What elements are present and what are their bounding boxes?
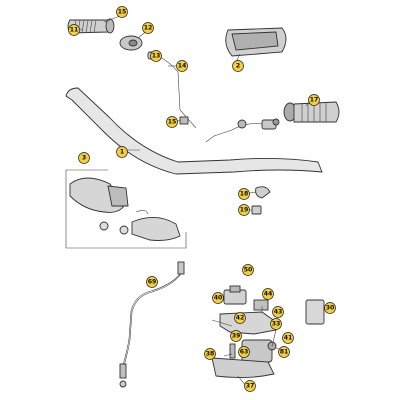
svg-text:15: 15: [118, 9, 127, 16]
callout-17: 17: [308, 94, 320, 106]
svg-text:42: 42: [236, 315, 245, 322]
screw: [179, 116, 189, 125]
svg-text:39: 39: [232, 333, 241, 340]
svg-text:50: 50: [244, 267, 253, 274]
handlebar-pad: [225, 27, 287, 57]
svg-text:81: 81: [280, 349, 289, 356]
callout-14: 14: [176, 60, 188, 72]
svg-text:63: 63: [240, 349, 249, 356]
callout-38: 38: [204, 348, 216, 360]
callout-41: 41: [282, 332, 294, 344]
svg-text:40: 40: [214, 295, 223, 302]
callout-15: 15: [116, 6, 128, 18]
svg-text:11: 11: [70, 27, 79, 34]
bar-end-clamp: [251, 186, 271, 215]
right-grip: [283, 101, 340, 123]
callout-18: 18: [238, 188, 250, 200]
callout-2: 2: [232, 60, 244, 72]
callout-19: 19: [238, 204, 250, 216]
svg-text:19: 19: [240, 207, 249, 214]
callout-12: 12: [142, 22, 154, 34]
svg-text:18: 18: [240, 191, 249, 198]
svg-text:44: 44: [264, 291, 273, 298]
callout-39: 39: [230, 330, 242, 342]
callout-13: 13: [150, 50, 162, 62]
callout-50: 50: [242, 264, 254, 276]
svg-text:17: 17: [310, 97, 319, 104]
svg-text:1: 1: [120, 149, 124, 156]
clutch-assembly: [211, 285, 325, 379]
callout-40: 40: [212, 292, 224, 304]
callout-33: 33: [270, 318, 282, 330]
callout-37: 37: [244, 380, 256, 392]
svg-text:38: 38: [206, 351, 215, 358]
svg-text:14: 14: [178, 63, 187, 70]
callout-11: 11: [68, 24, 80, 36]
svg-text:43: 43: [274, 309, 283, 316]
handguard-group: [65, 169, 187, 249]
svg-text:33: 33: [272, 321, 281, 328]
svg-text:3: 3: [82, 155, 86, 162]
callout-81: 81: [278, 346, 290, 358]
callout-30: 30: [324, 302, 336, 314]
svg-text:15: 15: [168, 119, 177, 126]
callout-44: 44: [262, 288, 274, 300]
kill-switch: [205, 118, 280, 143]
handlebar: [65, 87, 323, 175]
callout-3: 3: [78, 152, 90, 164]
svg-text:13: 13: [152, 53, 161, 60]
svg-text:69: 69: [148, 279, 157, 286]
svg-text:37: 37: [246, 383, 255, 390]
callout-1: 1: [116, 146, 128, 158]
callout-63: 63: [238, 346, 250, 358]
callout-69: 69: [146, 276, 158, 288]
svg-text:2: 2: [236, 63, 240, 70]
callout-42: 42: [234, 312, 246, 324]
svg-text:30: 30: [326, 305, 335, 312]
clutch-cable: [119, 261, 185, 388]
callout-43: 43: [272, 306, 284, 318]
svg-text:41: 41: [284, 335, 293, 342]
throttle-housing: [119, 35, 143, 51]
svg-text:12: 12: [144, 25, 153, 32]
callout-15b: 15: [166, 116, 178, 128]
